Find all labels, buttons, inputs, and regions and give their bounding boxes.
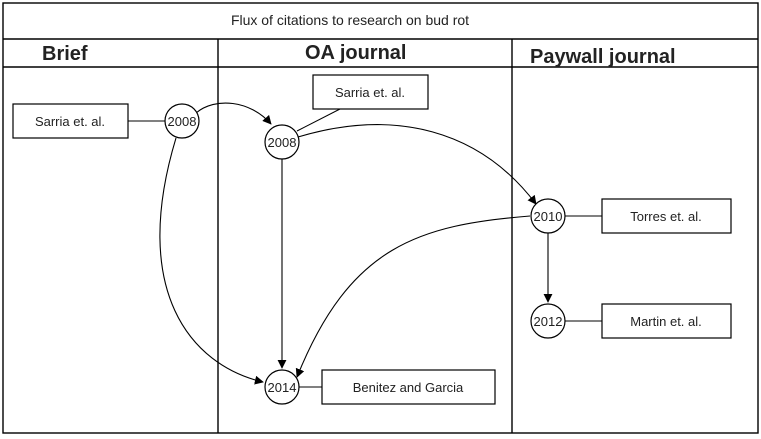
node-2010: 2010 [530,198,566,234]
node-2012: 2012 [530,303,566,339]
diagram-frame [2,2,759,434]
node-label: 2008 [168,114,197,129]
author-label: Benitez and Garcia [353,380,464,395]
lane-label-paywall-journal: Paywall journal [530,46,676,68]
author-label: Sarria et. al. [35,114,105,129]
author-box-martin: Martin et. al. [601,303,732,339]
author-box-benitez-garcia: Benitez and Garcia [321,369,496,405]
author-box-sarria-oa: Sarria et. al. [312,74,429,110]
author-box-sarria-brief: Sarria et. al. [12,103,129,139]
node-label: 2012 [534,314,563,329]
lane-label-brief: Brief [42,43,88,65]
edge-2008-brief-to-2008-oa [195,102,272,125]
node-2014: 2014 [264,369,300,405]
connector-sarria-oa [296,108,341,132]
node-2008-oa: 2008 [264,124,300,160]
edge-2010-to-2014 [295,215,531,378]
node-label: 2008 [268,135,297,150]
lane-label-oa-journal: OA journal [305,42,406,64]
edge-2008-brief-to-2014 [159,137,264,385]
author-label: Torres et. al. [630,209,702,224]
author-label: Martin et. al. [630,314,702,329]
diagram-title: Flux of citations to research on bud rot [231,12,469,28]
node-label: 2014 [268,380,297,395]
node-2008-brief: 2008 [164,103,200,139]
author-box-torres: Torres et. al. [601,198,732,234]
node-label: 2010 [534,209,563,224]
author-label: Sarria et. al. [335,85,405,100]
edge-2008-oa-to-2010 [297,124,537,205]
